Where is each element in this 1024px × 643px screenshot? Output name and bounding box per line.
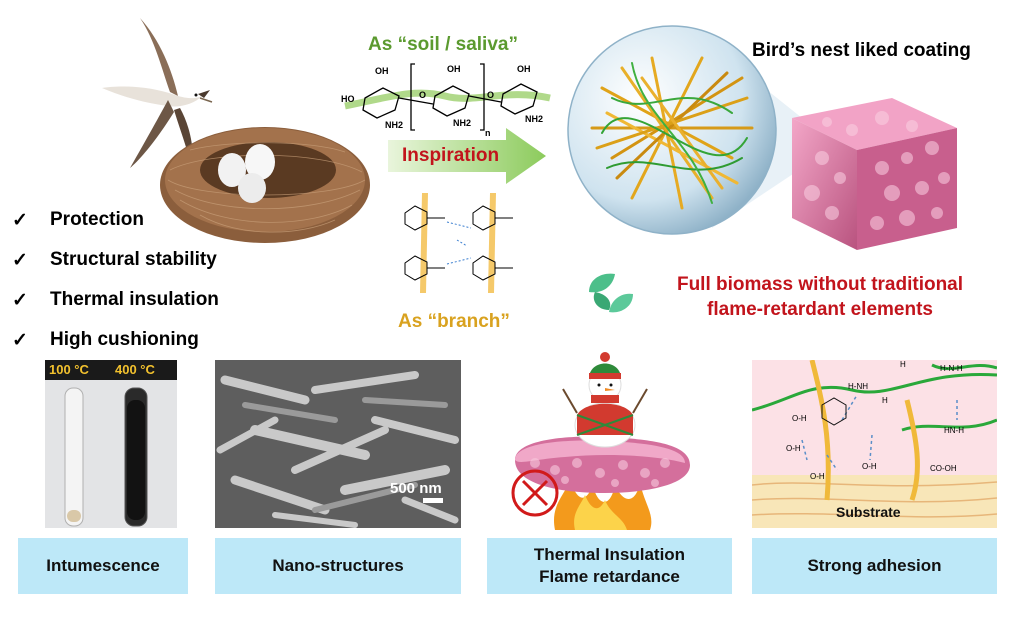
coating-cube-icon <box>792 98 957 250</box>
chitosan-structure: OH HO NH2 n OH NH2 OH NH2 O O <box>341 63 551 136</box>
flame-shield-illustration <box>511 352 690 530</box>
leaves-icon <box>589 273 633 313</box>
feature-checklist: ✓ Protection ✓ Structural stability ✓ Th… <box>12 200 219 360</box>
chem-label: NH2 <box>453 118 471 128</box>
tannic-acid-structure <box>404 192 513 294</box>
checklist-label: Thermal insulation <box>50 289 219 310</box>
checklist-label: High cushioning <box>50 329 199 350</box>
branch-label: As “branch” <box>398 311 510 332</box>
adhesion-chem-label: HN-H <box>944 426 964 435</box>
adhesion-chem-label: H-NH <box>848 382 868 391</box>
no-fire-icon <box>511 469 559 517</box>
tube-photo-panel: 100 °C 400 °C <box>45 360 177 528</box>
biomass-label-line1: Full biomass without traditional <box>676 274 964 295</box>
adhesion-chem-label: H <box>900 360 906 369</box>
snowman-icon <box>562 352 648 448</box>
caption-line2: Flame retardance <box>539 567 680 586</box>
chem-label: NH2 <box>385 120 403 130</box>
tube-label-400: 400 °C <box>115 362 155 377</box>
caption-thermal-insulation: Thermal Insulation Flame retardance <box>487 538 732 594</box>
adhesion-diagram <box>752 360 997 528</box>
adhesion-chem-label: O-H <box>862 462 877 471</box>
adhesion-chem-label: O-H <box>786 444 801 453</box>
biomass-label: Full biomass without traditional flame-r… <box>640 272 1000 322</box>
check-icon: ✓ <box>12 209 28 231</box>
chem-label: O <box>487 90 494 100</box>
checklist-item: ✓ High cushioning <box>12 320 219 360</box>
caption-text: Nano-structures <box>272 556 404 575</box>
biomass-label-line2: flame-retardant elements <box>707 299 933 320</box>
caption-strong-adhesion: Strong adhesion <box>752 538 997 594</box>
adhesion-chem-label: CO-OH <box>930 464 957 473</box>
sem-rods-icon <box>215 360 461 528</box>
coating-illustration <box>567 25 957 250</box>
checklist-label: Protection <box>50 209 144 230</box>
caption-line1: Thermal Insulation <box>533 545 686 564</box>
chem-label: n <box>485 128 491 136</box>
adhesion-chem-label: H-N-H <box>940 364 963 373</box>
checklist-item: ✓ Structural stability <box>12 240 219 280</box>
check-icon: ✓ <box>12 289 28 311</box>
nest-coating-label: Bird’s nest liked coating <box>752 40 971 61</box>
tube-label-100: 100 °C <box>49 362 89 377</box>
adhesion-scheme-panel: H H-N-H H-NH O-H H O-H HN-H CO-OH O-H O-… <box>752 360 997 528</box>
adhesion-chem-label: H <box>882 396 888 405</box>
caption-intumescence: Intumescence <box>18 538 188 594</box>
check-icon: ✓ <box>12 249 28 271</box>
sem-image-panel: 500 nm <box>215 360 461 528</box>
caption-text: Strong adhesion <box>807 556 942 575</box>
flame-icon <box>553 480 652 530</box>
fiber-mesh-icon <box>590 56 754 210</box>
coating-slab-icon <box>515 436 690 493</box>
checklist-item: ✓ Protection <box>12 200 219 240</box>
inspiration-arrow-icon <box>388 128 546 184</box>
check-icon: ✓ <box>12 329 28 351</box>
chem-label: OH <box>447 64 461 74</box>
caption-text: Intumescence <box>46 556 160 575</box>
saliva-label: As “soil / saliva” <box>368 34 518 55</box>
bird-nest-illustration <box>102 18 370 243</box>
adhesion-chem-label: O-H <box>792 414 807 423</box>
chem-label: OH <box>517 64 531 74</box>
inspiration-label: Inspiration <box>402 145 500 166</box>
checklist-item: ✓ Thermal insulation <box>12 280 219 320</box>
test-tubes-icon <box>45 360 177 527</box>
chem-label: HO <box>341 94 355 104</box>
zoom-sphere <box>567 25 777 235</box>
chem-label: NH2 <box>525 114 543 124</box>
nest-icon <box>160 127 370 243</box>
adhesion-chem-label: O-H <box>810 472 825 481</box>
caption-nano-structures: Nano-structures <box>215 538 461 594</box>
substrate-label: Substrate <box>836 504 901 520</box>
chem-label: O <box>419 90 426 100</box>
checklist-label: Structural stability <box>50 249 217 270</box>
scale-bar-label: 500 nm <box>390 480 442 497</box>
chem-label: OH <box>375 66 389 76</box>
swallow-icon <box>102 18 213 170</box>
